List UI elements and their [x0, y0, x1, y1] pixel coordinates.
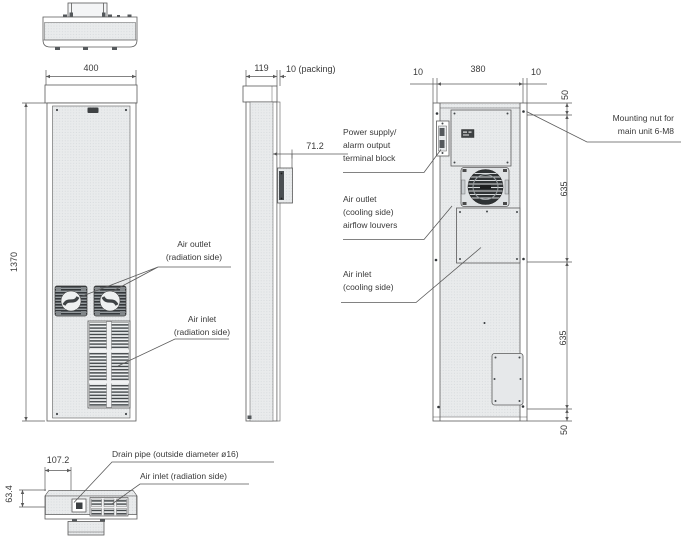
leader-mounting-nut — [526, 111, 681, 143]
leader-drain-pipe — [73, 461, 274, 503]
dim-rear-nut-span: 380 — [470, 64, 486, 74]
dim-front-height: 1370 — [9, 251, 19, 273]
cooling-outlet-fan-icon — [460, 167, 510, 207]
front-panel-screws — [55, 108, 128, 416]
top-view-feet — [55, 47, 117, 50]
dim-side-depth: 119 — [254, 63, 269, 73]
rear-height-dimensions — [525, 102, 572, 422]
callout-air-inlet-radiation: Air inlet (radiation side) — [173, 314, 231, 337]
leader-air-inlet-cooling — [341, 247, 482, 303]
rear-upper-panel — [450, 109, 512, 167]
side-view — [242, 70, 348, 422]
leader-power-terminal — [343, 149, 442, 173]
dim-rear-top: 50 — [560, 90, 570, 101]
callout-drain-pipe: Drain pipe (outside diameter ø16) — [112, 449, 239, 459]
front-height-dimension — [22, 102, 45, 422]
dim-drain-y: 63.4 — [4, 485, 14, 503]
rear-lower-panel — [491, 353, 524, 406]
top-view-tabs — [63, 14, 132, 18]
front-view — [22, 70, 138, 422]
dim-terminal-offset: 71.2 — [306, 141, 324, 151]
terminal-block-rear — [436, 120, 450, 157]
callout-mounting-nut: Mounting nut for main unit 6-M8 — [612, 113, 674, 136]
rear-width-dimensions — [410, 78, 547, 103]
radiation-fan-left-icon — [54, 285, 88, 317]
callout-leaders — [73, 111, 681, 505]
bottom-inlet-grille-icon — [89, 497, 129, 517]
radiation-inlet-grille-icon — [87, 320, 131, 409]
dim-front-width: 400 — [83, 63, 99, 73]
callout-air-inlet-cooling: Air inlet (cooling side) — [343, 269, 394, 292]
mounting-nuts — [434, 110, 525, 409]
callout-air-outlet-radiation: Air outlet (radiation side) — [165, 239, 223, 262]
terminal-offset-dimension — [273, 149, 348, 168]
bottom-protrusion — [67, 521, 105, 536]
dim-rear-margin-left: 10 — [412, 67, 423, 77]
cooling-inlet-panel — [456, 207, 521, 264]
callout-air-outlet-cooling: Air outlet (cooling side) airflow louver… — [343, 194, 398, 230]
dim-drain-x: 107.2 — [46, 455, 70, 465]
rear-view — [410, 78, 572, 422]
callout-power-terminal: Power supply/ alarm output terminal bloc… — [343, 127, 397, 163]
dim-rear-margin-right: 10 — [530, 67, 541, 77]
leader-air-outlet-cooling — [343, 205, 453, 240]
dim-rear-mid-upper: 635 — [559, 181, 569, 197]
top-view — [42, 2, 138, 50]
dim-rear-mid-lower: 635 — [558, 330, 568, 346]
terminal-block-side — [277, 167, 293, 204]
rating-label-plate — [461, 129, 475, 138]
leader-air-outlet-radiation — [79, 266, 231, 298]
brand-logo — [87, 107, 99, 113]
front-width-dimension — [45, 70, 137, 85]
leader-air-inlet-radiation — [117, 338, 229, 367]
dim-packing: 10 (packing) — [286, 64, 336, 74]
side-depth-dimension — [245, 70, 286, 86]
leader-air-inlet-bottom — [111, 483, 249, 505]
drain-pipe-icon — [71, 498, 87, 513]
callout-air-inlet-bottom: Air inlet (radiation side) — [140, 471, 227, 481]
radiation-fan-right-icon — [93, 285, 127, 317]
dim-rear-bottom: 50 — [559, 425, 569, 436]
bottom-view — [19, 467, 138, 536]
